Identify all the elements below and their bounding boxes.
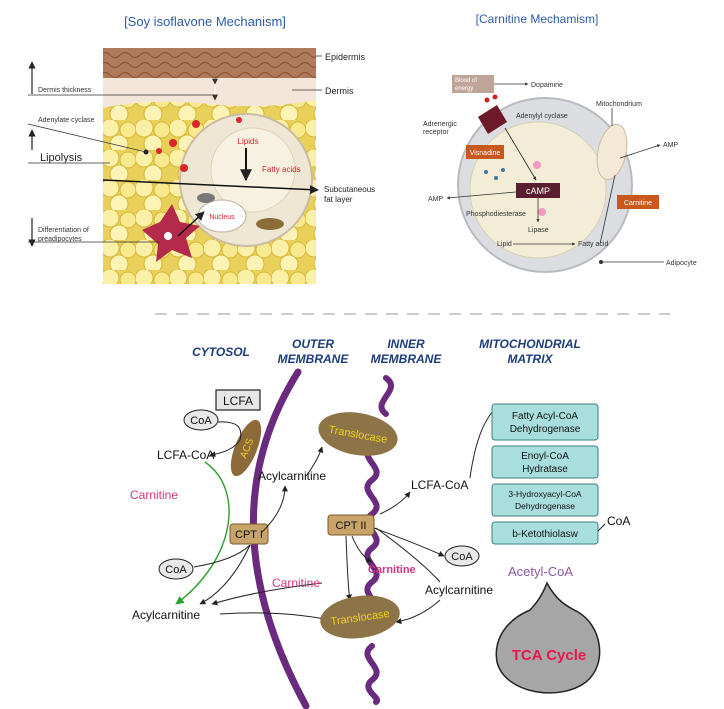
preadipocyte-star [142, 204, 200, 262]
carnitine-shuttle-panel: CYTOSOL OUTER MEMBRANE INNER MEMBRANE MI… [130, 337, 630, 709]
subcutaneous-label-2: fat layer [324, 195, 353, 204]
adrenergic-label-1: Adrenergic [423, 121, 457, 128]
cpt1-label: CPT I [235, 529, 263, 541]
acylcarnitine-mid-label: Acylcarnitine [258, 469, 326, 483]
enzyme2-label-2: Hydratase [522, 464, 568, 475]
acylcarnitine-bottom-left-label: Acylcarnitine [132, 608, 200, 622]
subcutaneous-label-1: Subcutaneous [324, 185, 375, 194]
tca-cycle-shape [495, 581, 601, 694]
visnadine-box [466, 145, 504, 159]
cpt2-label: CPT II [336, 520, 367, 532]
acetyl-coa-label: Acetyl-CoA [508, 564, 573, 579]
amp-right-label: AMP [663, 142, 679, 149]
carnitine-mechanism-panel: [Carnitine Mechamism] Blood of energy Do… [423, 12, 697, 273]
amp-left-label: AMP [428, 196, 444, 203]
enzyme3-label-1: 3-Hydroxyacyl-CoA [508, 489, 582, 499]
organelle [197, 193, 215, 203]
tca-cycle-label: TCA Cycle [512, 647, 586, 664]
mitochondrium-label: Mitochondrium [596, 101, 642, 108]
enzyme4-label: b-Ketothiolasw [512, 529, 578, 540]
translocase-top [318, 412, 398, 456]
carnitine-mech-label: Carnitine [624, 200, 652, 207]
acylcarnitine-right-label: Acylcarnitine [425, 583, 493, 597]
enzyme-enoyl-coa-hydratase [491, 445, 599, 479]
enzyme1-label-2: Dehydrogenase [510, 424, 581, 435]
coa-mid-ellipse [444, 545, 480, 567]
cytosol-header: CYTOSOL [192, 345, 250, 359]
adenylate-cyclase-label: Adenylate cyclase [38, 117, 95, 124]
mitochondrium-shape [596, 123, 628, 181]
coa-bottom-left-ellipse [158, 558, 194, 580]
carnitine-left-label: Carnitine [130, 488, 178, 502]
adrenergic-label-2: receptor [423, 129, 449, 136]
carnitine-title: [Carnitine Mechamism] [476, 12, 599, 26]
adenylyl-cyclase-label: Adenylyl cyclase [516, 113, 568, 120]
lipids-label: Lipids [238, 137, 259, 146]
lipid-droplet [210, 127, 296, 213]
blood-label-1: Blood of [455, 78, 477, 84]
dopamine-label: Dopamine [531, 82, 563, 89]
carnitine-mid2-label: Carnitine [368, 564, 416, 576]
enzyme3-label-2: Dehydrogenase [515, 501, 575, 511]
adenylate-cyclase-sparks [156, 117, 242, 172]
carnitine-mech-box [617, 195, 659, 209]
outer-membrane-header-1: OUTER [292, 337, 334, 351]
blood-box [452, 75, 494, 93]
lcfa-coa-right-label: LCFA-CoA [411, 478, 468, 492]
outer-membrane-header-2: MEMBRANE [278, 352, 350, 366]
differentiation-label-1: Differentiation of [38, 227, 89, 234]
enzyme-3-hydroxyacyl-coa-dehydrogenase [491, 483, 599, 517]
matrix-header-2: MATRIX [507, 352, 553, 366]
enzyme2-label-1: Enoyl-CoA [521, 451, 569, 462]
camp-box [516, 183, 560, 198]
coa-top-ellipse [183, 409, 219, 431]
dermis-label: Dermis [325, 86, 354, 96]
matrix-header-1: MITOCHONDRIAL [479, 337, 581, 351]
receptor-block [478, 105, 507, 134]
coa-bottom-left-label: CoA [165, 564, 187, 576]
enzyme1-label-1: Fatty Acyl-CoA [512, 411, 578, 422]
lipolysis-label: Lipolysis [40, 152, 83, 164]
blood-label-2: energy [455, 86, 473, 92]
lipid-label: Lipid [497, 241, 512, 248]
translocase-bottom [320, 595, 400, 639]
coa-mid-label: CoA [451, 551, 473, 563]
nucleus-label: Nucleus [209, 214, 235, 221]
soy-isoflavone-panel: [Soy isoflavone Mechanism] [27, 14, 375, 284]
carnitine-mid1-label: Carnitine [272, 576, 320, 590]
enzyme-b-ketothiolase [491, 521, 599, 545]
coa-top-label: CoA [190, 415, 212, 427]
epidermis-layer [103, 48, 316, 78]
fatty-acid-label: Fatty acid [578, 241, 608, 248]
visnadine-label: Visnadine [470, 150, 501, 157]
acs-enzyme [230, 419, 262, 477]
lcfa-box [215, 389, 261, 411]
fatty-acids-label: Fatty acids [262, 165, 301, 174]
lcfa-label: LCFA [223, 394, 253, 408]
lipase-label: Lipase [528, 227, 549, 234]
differentiation-label-2: preadipocytes [38, 236, 82, 243]
lcfa-coa-left-label: LCFA-CoA [157, 448, 214, 462]
dermis-layer [103, 78, 316, 108]
green-pathway [175, 461, 230, 605]
adipocyte-label: Adipocyte [666, 260, 697, 267]
dermis-thickness-label: Dermis thickness [38, 87, 92, 94]
phosphodiesterase-label: Phosphodiesterase [466, 211, 526, 218]
epidermis-label: Epidermis [325, 52, 366, 62]
preadipocyte-dot [164, 232, 172, 240]
enzyme-fatty-acyl-coa-dehydrogenase [491, 403, 599, 441]
cpt1-box [229, 523, 269, 545]
inner-membrane-header-1: INNER [387, 337, 425, 351]
coa-right-label: CoA [607, 514, 630, 528]
cpt2-box [327, 514, 375, 536]
organelle [256, 218, 284, 230]
inner-membrane-header-2: MEMBRANE [371, 352, 443, 366]
soy-title: [Soy isoflavone Mechanism] [124, 14, 286, 29]
camp-label: cAMP [526, 186, 550, 196]
